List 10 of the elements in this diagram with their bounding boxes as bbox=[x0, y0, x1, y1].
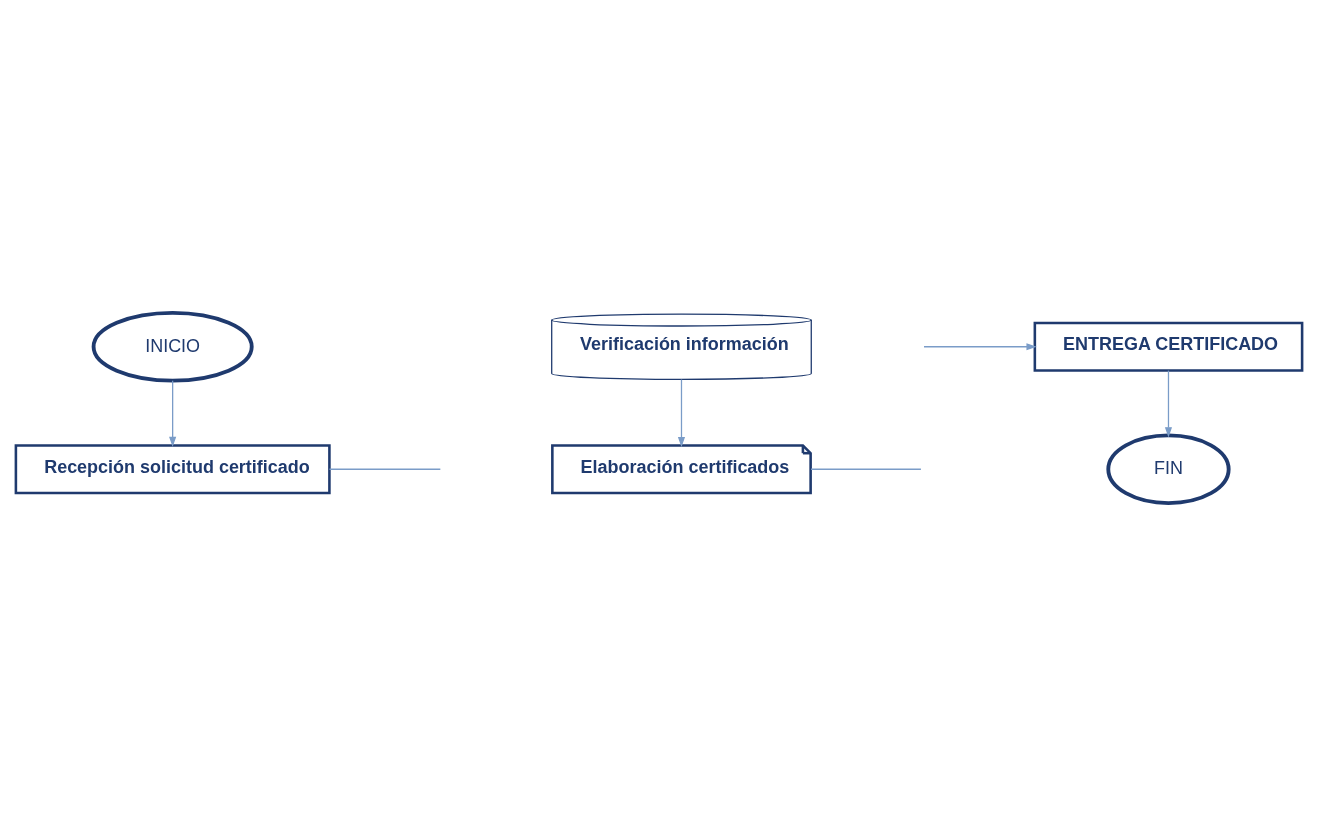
node-ellipse: FIN bbox=[1106, 433, 1231, 505]
arrow bbox=[169, 379, 177, 447]
arrow bbox=[1164, 369, 1173, 437]
arrow bbox=[677, 378, 686, 447]
node-ellipse: INICIO bbox=[91, 310, 254, 382]
connector bbox=[810, 468, 922, 470]
connector bbox=[328, 468, 441, 470]
node-box: ENTREGA CERTIFICADO bbox=[1033, 321, 1304, 372]
arrow bbox=[923, 342, 1037, 350]
node-box: Recepción solicitud certificado bbox=[14, 443, 331, 494]
